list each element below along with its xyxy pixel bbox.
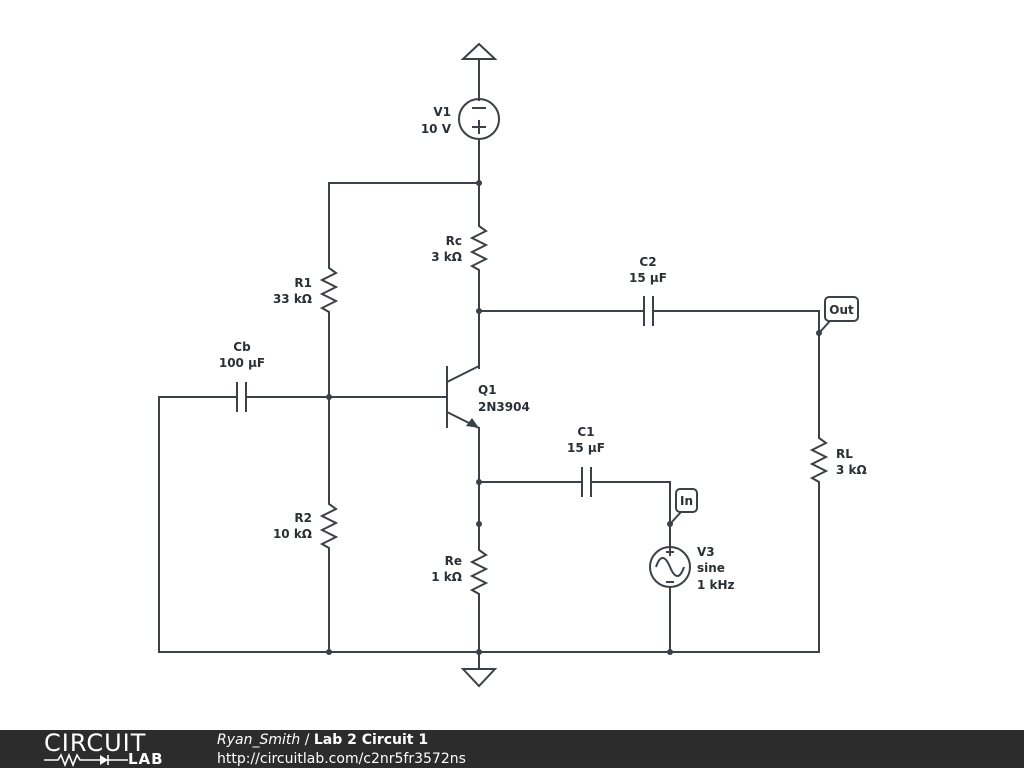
re-name: Re	[445, 554, 462, 568]
title-separator: /	[300, 732, 314, 748]
circuitlab-logo-lab: LAB	[128, 750, 164, 768]
c1-value: 15 µF	[567, 441, 605, 455]
out-net-label[interactable]: Out	[818, 296, 859, 334]
circuit-url[interactable]: http://circuitlab.com/c2nr5fr3572ns	[217, 751, 466, 767]
circuit-title[interactable]: Lab 2 Circuit 1	[313, 732, 429, 748]
rl-resistor[interactable]	[809, 434, 829, 653]
junction-dot	[326, 649, 332, 655]
re-resistor[interactable]	[469, 546, 489, 669]
v1-name: V1	[433, 105, 451, 119]
footer-bar: CIRCUIT LAB Ryan_Smith / Lab 2 Circuit 1…	[0, 730, 1024, 768]
wire-collector-to-c2	[478, 310, 644, 369]
v1-value: 10 V	[421, 122, 452, 136]
rl-name: RL	[836, 447, 853, 461]
c2-value: 15 µF	[629, 271, 667, 285]
c1-capacitor[interactable]	[581, 467, 671, 548]
rc-name: Rc	[446, 234, 462, 248]
c1-name: C1	[577, 425, 594, 439]
in-label-text: In	[680, 494, 693, 508]
circuit-title-line: Ryan_Smith / Lab 2 Circuit 1	[217, 731, 428, 749]
cb-name: Cb	[233, 340, 251, 354]
resistor-diode-logo-icon	[44, 753, 128, 767]
r2-resistor[interactable]	[319, 500, 339, 653]
junction-dot	[476, 521, 482, 527]
r2-name: R2	[294, 511, 312, 525]
supply-symbol	[460, 42, 498, 101]
v3-value: 1 kHz	[697, 578, 735, 592]
c2-capacitor[interactable]	[643, 296, 820, 326]
cb-value: 100 µF	[219, 356, 265, 370]
v3-sine-source[interactable]	[649, 546, 691, 653]
wire-emitter	[478, 481, 582, 547]
ground-symbol	[460, 668, 498, 688]
q1-npn-transistor[interactable]	[446, 365, 480, 483]
author-link[interactable]: Ryan_Smith	[217, 732, 301, 748]
r1-resistor[interactable]	[319, 264, 339, 398]
wire-top-rail	[328, 182, 480, 265]
circuitlab-logo-text[interactable]: CIRCUIT	[44, 730, 147, 757]
r1-value: 33 kΩ	[273, 292, 312, 306]
rc-resistor[interactable]	[469, 222, 489, 312]
v3-name: V3	[697, 545, 715, 559]
rc-value: 3 kΩ	[431, 250, 462, 264]
q1-name: Q1	[478, 383, 497, 397]
q1-value: 2N3904	[478, 400, 530, 414]
junction-dot	[476, 649, 482, 655]
cb-capacitor[interactable]	[236, 382, 247, 412]
rl-value: 3 kΩ	[836, 463, 867, 477]
v3-wave: sine	[697, 561, 725, 575]
junction-dot	[667, 649, 673, 655]
junction-dot	[476, 180, 482, 186]
schematic-canvas: V1 10 V Rc 3 kΩ C2 15 µF Out RL 3 k	[158, 42, 867, 688]
re-value: 1 kΩ	[431, 570, 462, 584]
r2-value: 10 kΩ	[273, 527, 312, 541]
v1-dc-source[interactable]	[458, 98, 500, 184]
c2-name: C2	[639, 255, 656, 269]
r1-name: R1	[294, 276, 312, 290]
in-net-label[interactable]: In	[669, 488, 698, 525]
wire-base	[158, 396, 448, 653]
out-label-text: Out	[829, 303, 854, 317]
